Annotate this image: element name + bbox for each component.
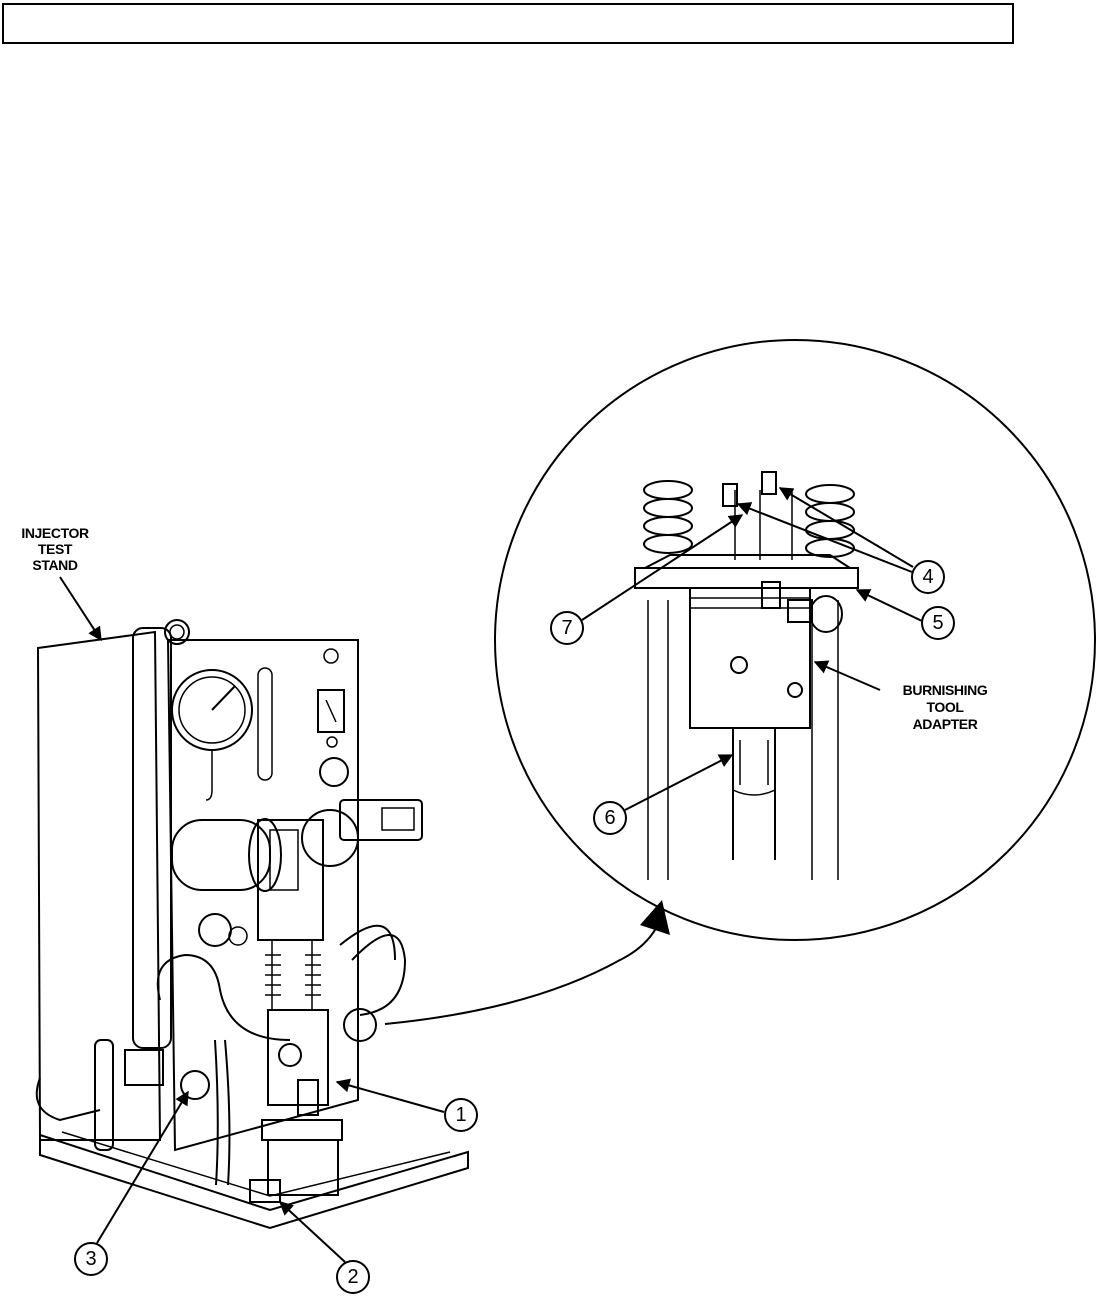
adapter-label-line1: BURNISHING	[903, 682, 988, 698]
callout-4-number: 4	[922, 566, 933, 588]
callout-6-number: 6	[604, 807, 615, 829]
test-stand-label-line2: TEST	[38, 541, 73, 557]
adapter-label-line3: ADAPTER	[913, 716, 978, 732]
callout-7: 7	[551, 515, 742, 644]
callout-2-number: 2	[347, 1266, 358, 1288]
test-stand-label-line3: STAND	[32, 557, 77, 573]
callout-1-number: 1	[455, 1104, 466, 1126]
callout-3-number: 3	[85, 1248, 96, 1270]
adapter-label-line2: TOOL	[926, 699, 964, 715]
callout-7-number: 7	[561, 617, 572, 639]
test-stand-illustration	[37, 620, 468, 1228]
detail-view	[495, 340, 1095, 940]
callout-6: 6	[594, 755, 732, 834]
callout-5: 5	[857, 590, 954, 639]
callout-2: 2	[280, 1202, 369, 1293]
callout-5-number: 5	[932, 612, 943, 634]
test-stand-label-line1: INJECTOR	[21, 525, 89, 541]
